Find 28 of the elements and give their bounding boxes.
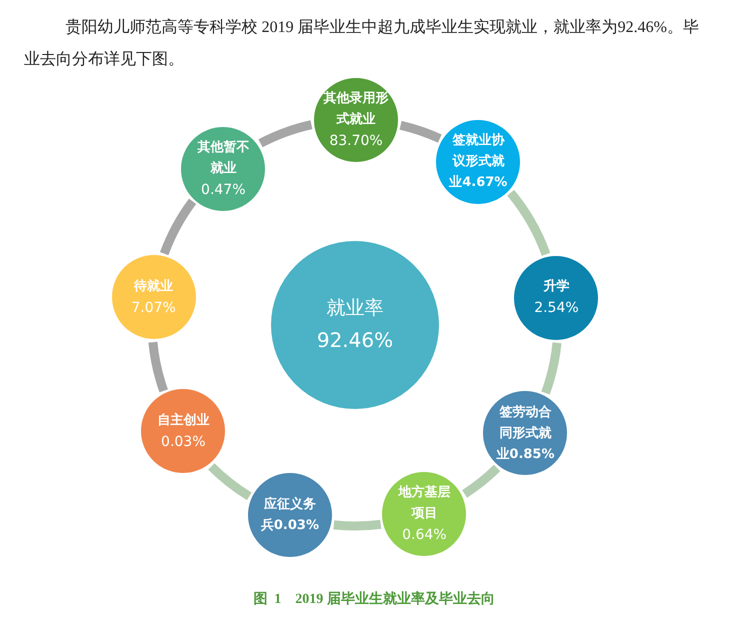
percentage-value: 2.54% (533, 299, 580, 318)
ring-connector (258, 120, 313, 148)
category-text: 应征义务兵0.03% (260, 496, 320, 536)
ring-connector (399, 120, 442, 143)
category-name: 其他暂不就业 (196, 138, 250, 178)
intro-paragraph: 贵阳幼儿师范高等专科学校 2019 届毕业生中超九成毕业生实现就业，就业率为92.46%。毕业去向分布详见下图。 (24, 18, 700, 70)
percentage-value: 7.07% (130, 298, 177, 318)
category-name: 待就业 (132, 278, 174, 296)
ring-connector (507, 190, 550, 256)
ring-connector (148, 342, 168, 392)
category-name: 自主创业 (156, 412, 210, 430)
percentage-value: 0.03% (160, 432, 207, 452)
percentage-value: 83.70% (328, 132, 384, 151)
category-text: 签劳动合同形式就业0.85% (495, 404, 556, 464)
category-name: 地方基层项目 (397, 484, 452, 523)
figure-caption: 图 1 2019 届毕业生就业率及毕业去向 (253, 590, 495, 608)
percentage-value: 92.46% (316, 327, 394, 354)
category-text: 签就业协议形式就业4.67% (448, 132, 508, 192)
ring-connector (462, 464, 500, 498)
ring-connector (208, 463, 252, 500)
percentage-value: 0.47% (200, 180, 247, 200)
rate-title: 就业率 (326, 296, 384, 321)
category-name: 升学 (542, 278, 570, 296)
ring-connector (333, 520, 382, 530)
ring-connector (541, 342, 562, 394)
ring-connector (160, 198, 196, 256)
category-name: 其他录用形式就业 (322, 90, 390, 129)
percentage-value: 0.64% (401, 526, 448, 545)
